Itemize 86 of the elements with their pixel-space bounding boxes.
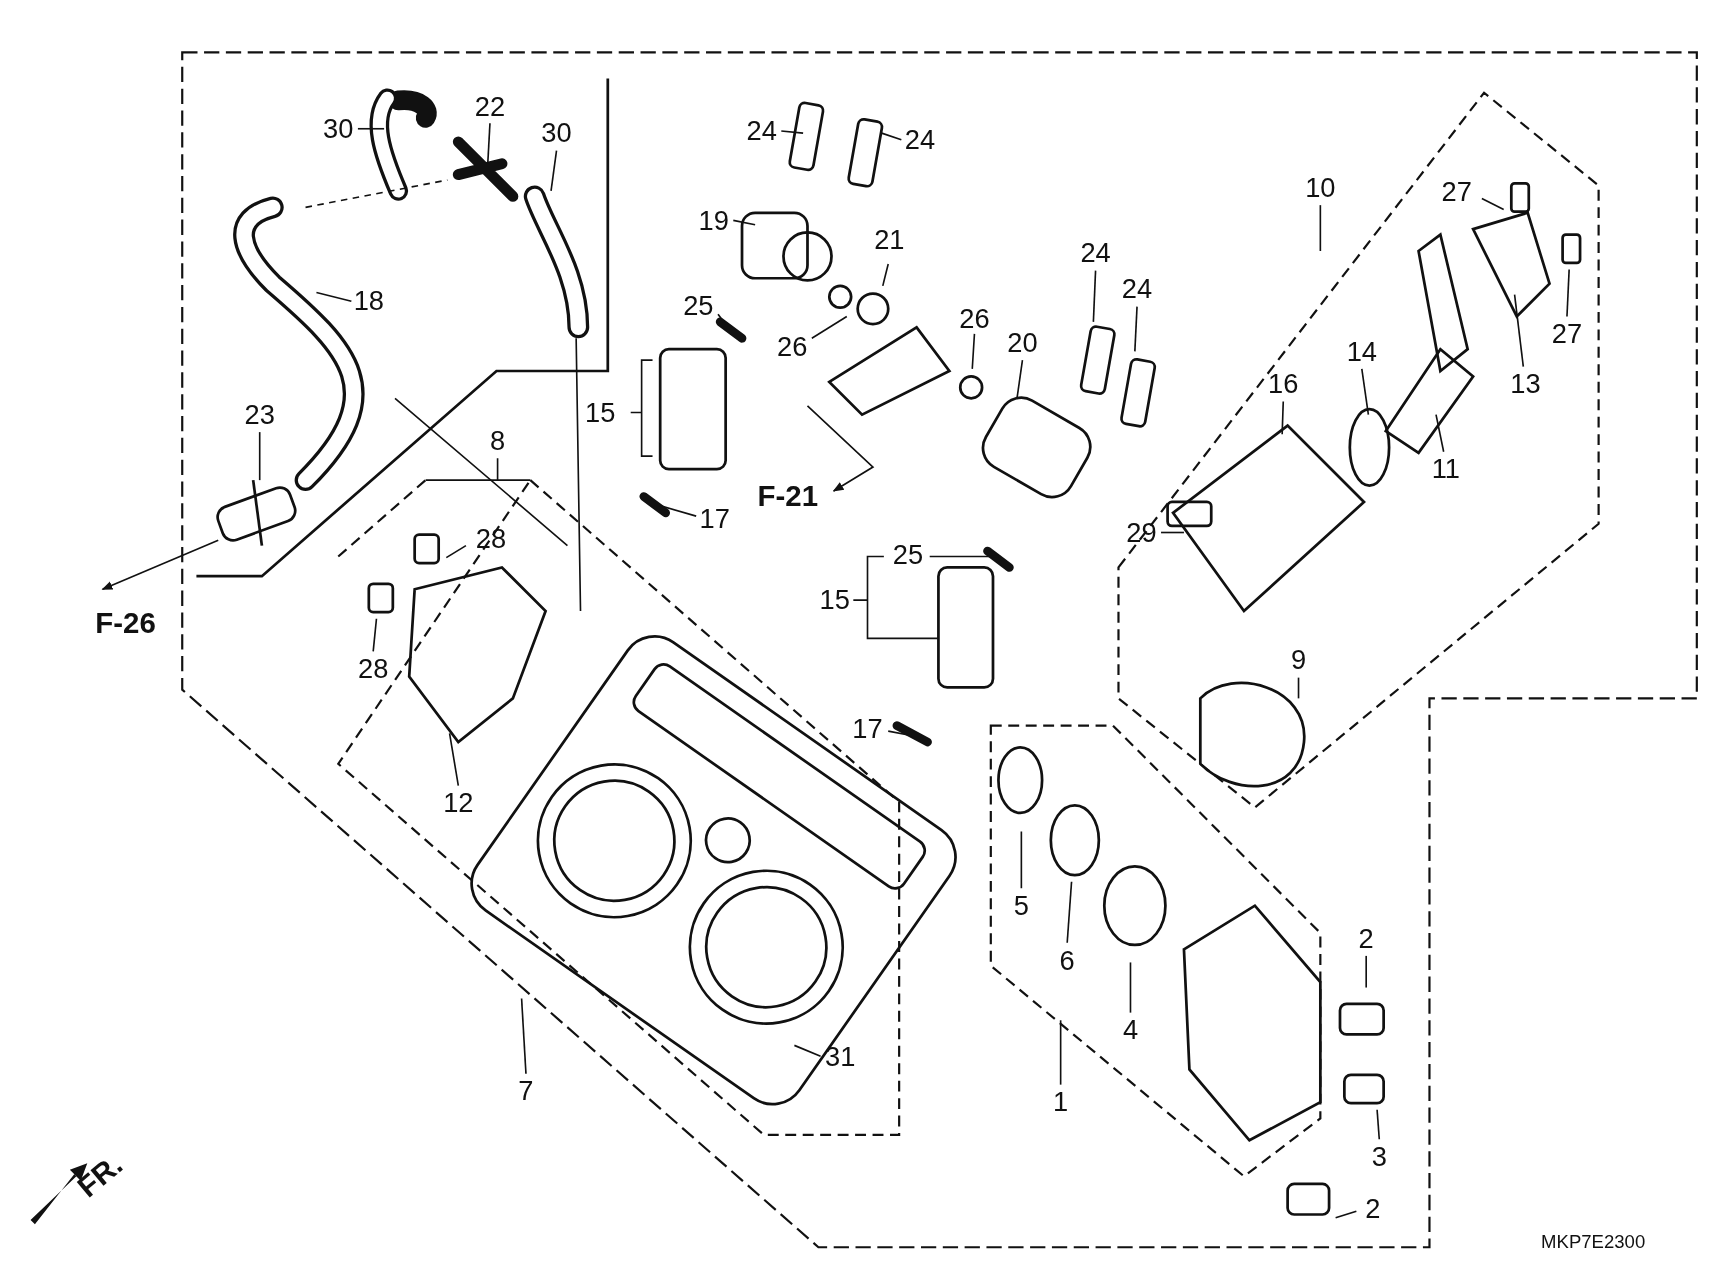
leader-line <box>1134 305 1138 353</box>
callout-number: 3 <box>1371 1143 1387 1171</box>
leader-line <box>1513 293 1525 368</box>
callout-number: 18 <box>353 287 384 315</box>
leader-line <box>732 219 756 226</box>
callout-number: 27 <box>1551 320 1583 348</box>
leader-line <box>486 122 491 165</box>
leader-line <box>880 132 903 141</box>
leader-line <box>1016 359 1024 400</box>
callout-number: 2 <box>1358 924 1374 953</box>
leader-line <box>1092 269 1097 323</box>
leader-line <box>1376 1108 1381 1141</box>
callout-number: 28 <box>475 525 507 553</box>
callout-number: 29 <box>1126 518 1157 547</box>
callout-number: 24 <box>904 126 936 154</box>
callout-number: 1 <box>1053 1088 1069 1116</box>
callout-number: 10 <box>1305 174 1336 202</box>
leader-line <box>629 359 654 457</box>
callout-number: 24 <box>1080 239 1111 267</box>
leader-line <box>445 544 467 559</box>
callout-number: 23 <box>244 401 275 429</box>
callout-number: 7 <box>518 1077 534 1105</box>
leader-line <box>1435 413 1445 453</box>
callout-number: 24 <box>1121 275 1153 303</box>
callout-number: 28 <box>358 655 389 683</box>
leader-line <box>1334 1210 1358 1219</box>
callout-number: 17 <box>699 504 730 532</box>
leader-line <box>258 431 261 481</box>
callout-number: 24 <box>746 117 777 145</box>
callout-number: 2 <box>1365 1195 1381 1223</box>
leader-line <box>1481 197 1505 211</box>
leader-line <box>520 997 527 1075</box>
callout-number: 25 <box>892 540 924 568</box>
leader-line <box>315 291 353 302</box>
leader-line <box>852 555 940 640</box>
callout-number: 27 <box>1441 178 1472 206</box>
reference-arrow <box>101 539 220 591</box>
leader-line <box>1361 368 1370 416</box>
callout-number: 13 <box>1510 370 1541 398</box>
callout-number: 11 <box>1431 455 1460 483</box>
callout-number: 20 <box>1007 329 1038 357</box>
leader-line <box>1160 531 1185 534</box>
callout-number: 30 <box>323 115 354 143</box>
direction-label: FR. <box>72 1149 129 1203</box>
leader-line <box>424 457 532 481</box>
leader-line <box>881 263 890 287</box>
callout-number: 9 <box>1290 646 1307 674</box>
leader-line <box>372 617 378 653</box>
callout-number: 31 <box>825 1042 856 1070</box>
leader-line <box>1281 400 1285 436</box>
leader-line <box>1365 955 1367 989</box>
leader-line <box>357 127 385 130</box>
callout-number: 6 <box>1059 946 1075 974</box>
diagram-code: MKP7E2300 <box>1541 1232 1646 1252</box>
leader-line <box>448 732 460 787</box>
leader-line <box>1059 1019 1062 1086</box>
callout-number: 26 <box>777 333 808 361</box>
figure-reference: F-26 <box>95 609 156 639</box>
callout-number: 5 <box>1013 892 1029 920</box>
callout-number: 25 <box>683 291 714 320</box>
leader-line <box>550 149 558 192</box>
callout-number: 16 <box>1268 370 1299 398</box>
reference-arrow <box>806 405 875 492</box>
leader-line <box>1297 676 1300 700</box>
callout-number: 17 <box>852 715 883 743</box>
callout-number: 14 <box>1346 337 1377 365</box>
leader-line <box>811 315 848 340</box>
callout-number: 21 <box>874 226 905 254</box>
leader-line <box>780 130 804 134</box>
callout-number: 4 <box>1122 1016 1139 1044</box>
callout-number: 26 <box>959 305 990 333</box>
leader-line <box>1319 204 1322 252</box>
leader-line <box>1129 961 1132 1014</box>
leader-line <box>1066 880 1073 944</box>
leader-line <box>1020 830 1023 890</box>
leader-line <box>793 1044 822 1058</box>
callout-number: 15 <box>585 398 616 427</box>
callout-number: 15 <box>819 586 850 614</box>
callout-number: 12 <box>443 789 474 817</box>
callout-number: 30 <box>541 119 572 147</box>
callout-number: 22 <box>474 93 506 121</box>
figure-reference: F-21 <box>757 481 819 512</box>
leader-line <box>971 333 976 370</box>
callout-number: 8 <box>490 427 506 455</box>
callout-number: 19 <box>698 206 729 235</box>
leader-line <box>1566 268 1570 318</box>
